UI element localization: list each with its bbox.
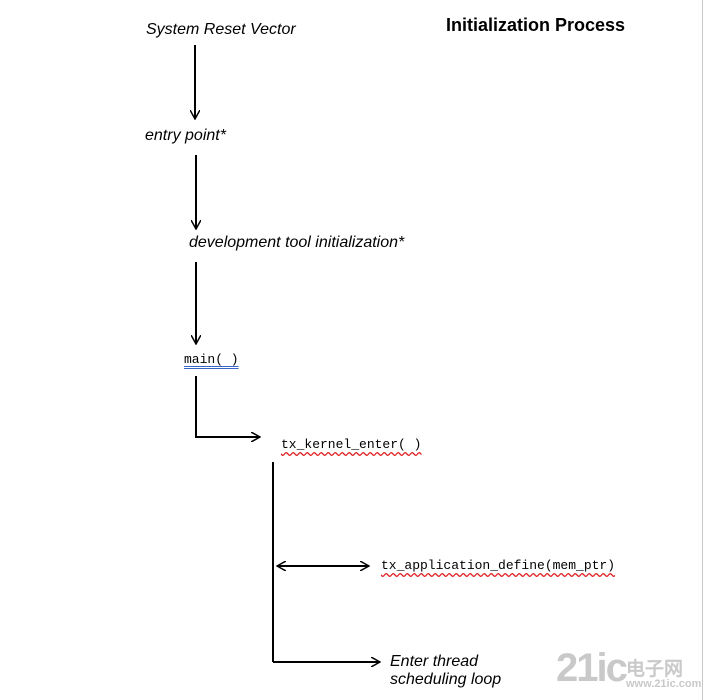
step-entry-point: entry point*: [145, 127, 226, 144]
step-enter-thread: Enter thread: [390, 653, 479, 670]
step-tx-kernel-enter: tx_kernel_enter( ): [281, 437, 422, 452]
watermark-logo: 21ic 电子网 www.21ic.com: [552, 646, 702, 700]
step-system-reset-vector: System Reset Vector: [146, 21, 296, 38]
arrow-main-to-kernel: [195, 376, 260, 437]
watermark-logo-text: 21ic: [556, 646, 628, 690]
step-main-call: main( ): [184, 352, 239, 367]
page-edge: [702, 0, 703, 700]
step-development-tool-initialization: development tool initialization*: [189, 234, 405, 251]
watermark-cn-text: 电子网: [626, 659, 684, 680]
diagram-title: Initialization Process: [446, 15, 626, 35]
step-scheduling-loop: scheduling loop: [390, 671, 502, 688]
step-tx-application-define: tx_application_define(mem_ptr): [381, 558, 616, 573]
watermark-url-text: www.21ic.com: [626, 678, 702, 690]
